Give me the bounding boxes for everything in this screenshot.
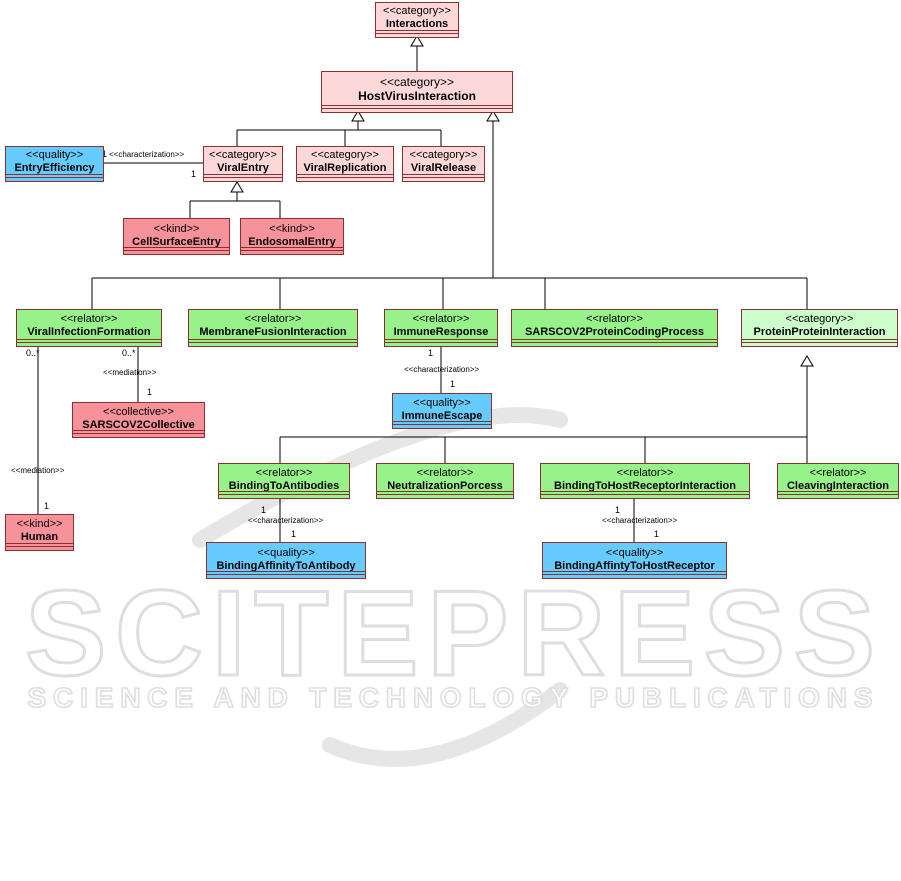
mult-binding-affinity-host-receptor: 1 — [654, 529, 660, 539]
node-host-virus-interaction[interactable]: <<category>> HostVirusInteraction — [321, 71, 513, 113]
node-membrane-fusion-interaction[interactable]: <<relator>> MembraneFusionInteraction — [188, 309, 358, 347]
watermark-brand: SCITEPRESS — [25, 565, 875, 701]
node-cell-surface-entry[interactable]: <<kind>> CellSurfaceEntry — [123, 218, 230, 255]
label-characterization-host-receptor: <<characterization>> — [602, 516, 678, 525]
gen-arrow-ppi — [800, 355, 814, 367]
mult-binding-host-receptor: 1 — [615, 505, 621, 515]
mult-viral-entry: 1 — [191, 169, 197, 179]
node-protein-protein-interaction[interactable]: <<category>> ProteinProteinInteraction — [741, 309, 898, 347]
label-mediation-human: <<mediation>> — [11, 466, 65, 475]
mult-binding-affinity-antibody: 1 — [291, 529, 297, 539]
gen-arrow-interactions — [410, 35, 424, 47]
node-immune-response[interactable]: <<relator>> ImmuneResponse — [384, 309, 498, 347]
watermark-swoosh-lower — [322, 682, 568, 767]
label-characterization-immune: <<characterization>> — [404, 365, 480, 374]
node-interactions[interactable]: <<category>> Interactions — [375, 2, 459, 38]
gen-arrow-hvi-left — [351, 110, 365, 122]
mult-collective: 1 — [147, 387, 153, 397]
label-mediation-collective: <<mediation>> — [103, 368, 157, 377]
node-viral-entry[interactable]: <<category>> ViralEntry — [203, 146, 283, 182]
label-characterization-antibody: <<characterization>> — [248, 516, 324, 525]
mult-binding-antibodies: 1 — [261, 505, 267, 515]
node-viral-infection-formation[interactable]: <<relator>> ViralInfectionFormation — [16, 309, 162, 347]
node-immune-escape[interactable]: <<quality>> ImmuneEscape — [392, 393, 492, 429]
mult-human: 1 — [44, 501, 50, 511]
node-viral-replication[interactable]: <<category>> ViralReplication — [296, 146, 394, 182]
mult-entry-efficiency: 1 — [102, 149, 108, 159]
mult-vif-human: 0..* — [26, 348, 40, 358]
node-cleaving-interaction[interactable]: <<relator>> CleavingInteraction — [777, 463, 899, 499]
node-binding-to-antibodies[interactable]: <<relator>> BindingToAntibodies — [218, 463, 350, 499]
node-sarscov2-protein-coding-process[interactable]: <<relator>> SARSCOV2ProteinCodingProcess — [511, 309, 718, 347]
node-binding-to-host-receptor-interaction[interactable]: <<relator>> BindingToHostReceptorInterac… — [540, 463, 750, 499]
node-entry-efficiency[interactable]: <<quality>> EntryEfficiency — [5, 146, 104, 182]
node-binding-affinty-to-host-receptor[interactable]: <<quality>> BindingAffintyToHostReceptor — [542, 542, 727, 579]
node-sarscov2-collective[interactable]: <<collective>> SARSCOV2Collective — [72, 402, 205, 438]
node-viral-release[interactable]: <<category>> ViralRelease — [402, 146, 485, 182]
label-characterization-entry: <<characterization>> — [109, 150, 185, 159]
gen-arrow-hvi-right — [486, 110, 500, 122]
node-endosomal-entry[interactable]: <<kind>> EndosomalEntry — [240, 218, 344, 255]
node-neutralization-porcess[interactable]: <<relator>> NeutralizationPorcess — [376, 463, 514, 499]
node-binding-affinity-to-antibody[interactable]: <<quality>> BindingAffinityToAntibody — [206, 542, 366, 579]
mult-vif-collective: 0..* — [122, 348, 136, 358]
gen-arrow-viral-entry — [230, 181, 244, 193]
node-human[interactable]: <<kind>> Human — [5, 514, 74, 551]
mult-immune-response: 1 — [428, 348, 434, 358]
mult-immune-escape: 1 — [450, 379, 456, 389]
watermark-swoosh-upper — [192, 407, 568, 548]
